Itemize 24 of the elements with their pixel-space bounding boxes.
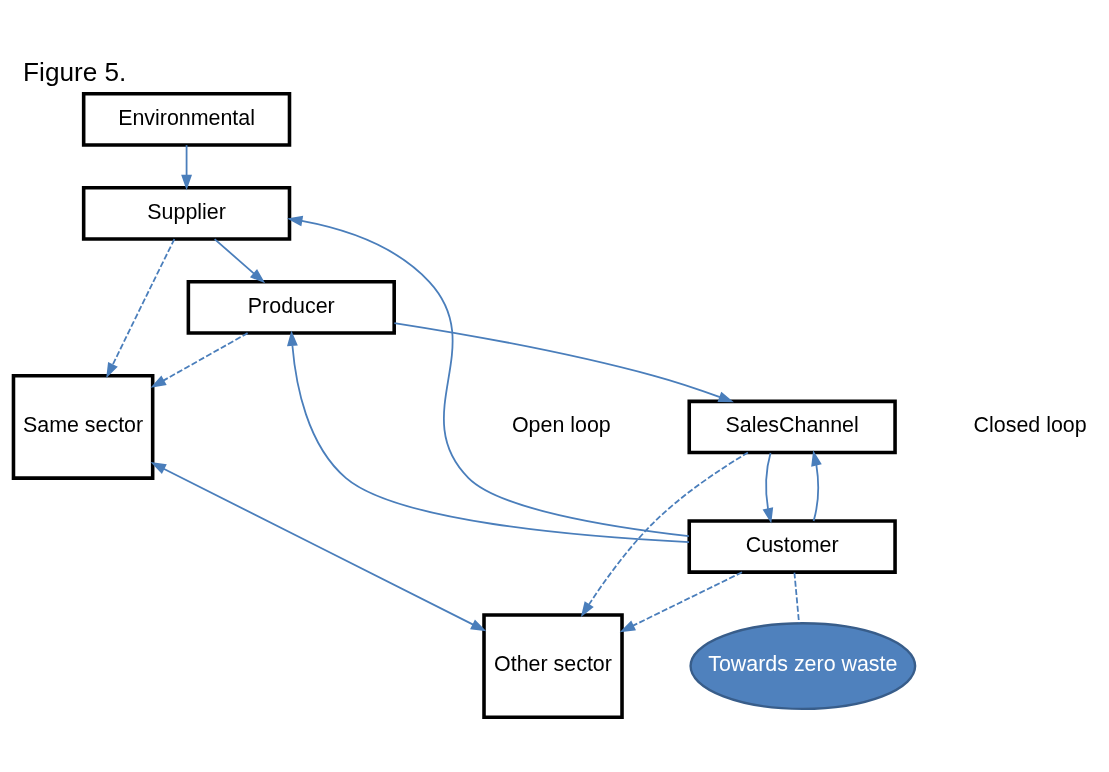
arrow [619,570,743,632]
arrow [762,451,774,524]
node-box: Producer [186,279,396,335]
node-box: Customer [687,518,897,574]
arrow [181,143,192,190]
label: Open loop [511,412,611,437]
arrow [150,461,487,631]
node-box: Supplier [81,185,292,241]
arrow [213,237,266,283]
diagram-title: Figure 5. [23,56,127,87]
node-box: Same sector [11,373,155,480]
arrow [106,237,176,378]
arrow [287,215,690,537]
connector [793,571,800,624]
label: Closed loop [973,412,1087,437]
arrow [811,449,822,522]
arrow [287,329,690,543]
node-ellipse: Towards zero waste [689,621,917,710]
node-box: Other sector [482,612,624,719]
arrow [580,451,749,617]
node-box: SalesChannel [687,399,897,454]
arrow [393,321,734,402]
arrow [150,331,249,388]
node-box: Environmental [81,91,292,147]
